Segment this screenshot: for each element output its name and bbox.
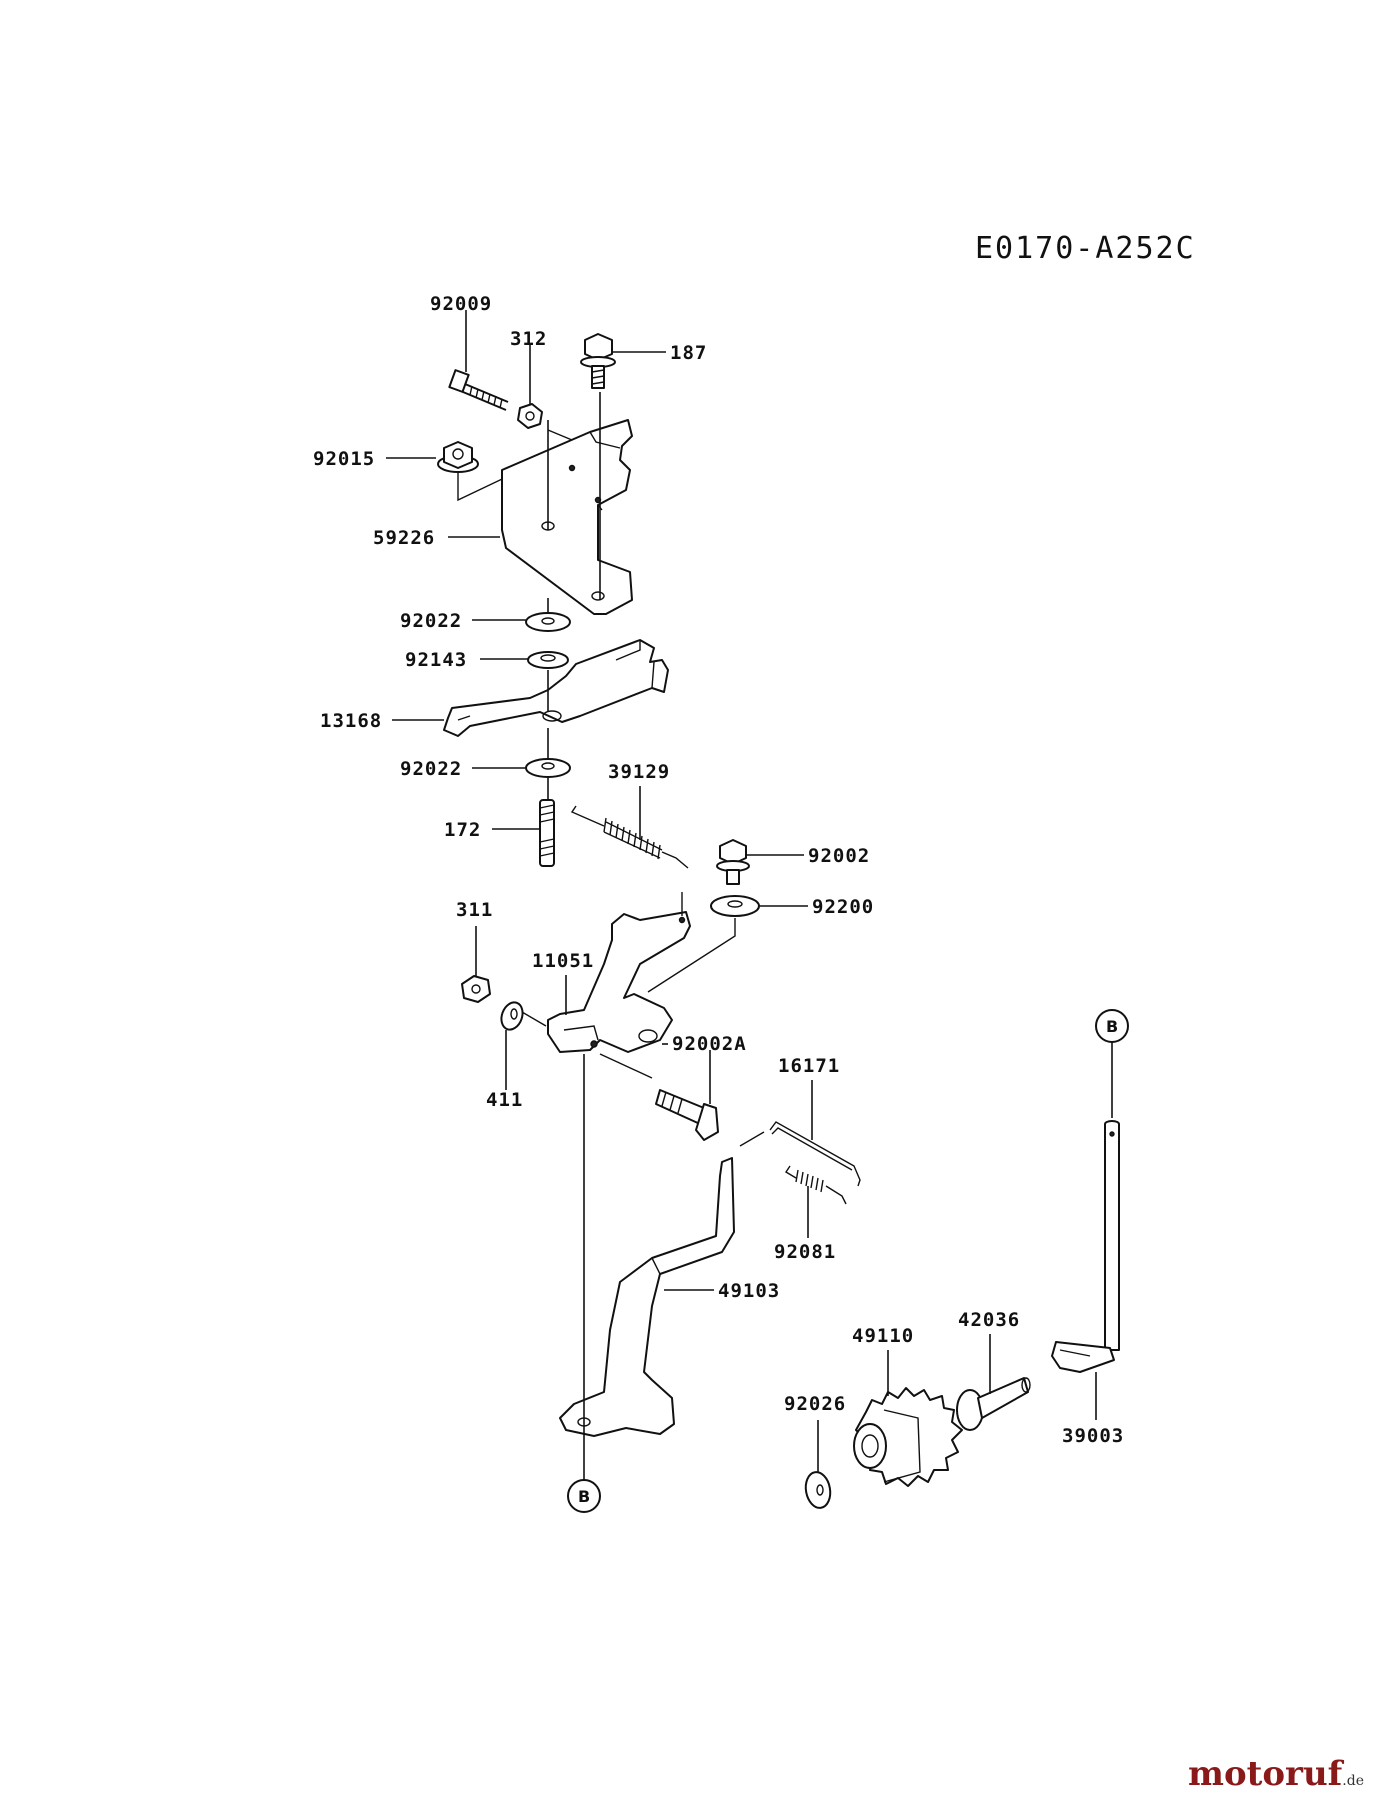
- label-49103: 49103: [718, 1280, 780, 1302]
- ref-marker-b-top: B: [1095, 1009, 1129, 1118]
- label-187: 187: [670, 342, 707, 364]
- label-312: 312: [510, 328, 547, 350]
- label-39003: 39003: [1062, 1425, 1124, 1447]
- part-411-washer: [500, 1001, 524, 1031]
- part-92015-flange-nut: [437, 441, 479, 473]
- label-92009: 92009: [430, 293, 492, 315]
- label-92015: 92015: [313, 448, 375, 470]
- part-39003-shaft: [1051, 1120, 1120, 1373]
- label-92002: 92002: [808, 845, 870, 867]
- part-92143-collar: [527, 651, 569, 669]
- label-49110: 49110: [852, 1325, 914, 1347]
- diagram-code: E0170-A252C: [975, 231, 1196, 266]
- part-92009-bolt: [448, 369, 509, 411]
- ref-marker-b-bottom: B: [567, 1428, 601, 1513]
- label-92200: 92200: [812, 896, 874, 918]
- part-187-bolt: [580, 333, 616, 389]
- label-11051: 11051: [532, 950, 594, 972]
- part-312-nut: [517, 403, 543, 429]
- part-13168-lever-plate: [443, 639, 669, 737]
- watermark-name: motoruf: [1188, 1754, 1343, 1794]
- part-311-nut: [461, 975, 491, 1003]
- watermark-logo: motoruf.de: [1188, 1754, 1364, 1794]
- part-92026-washer: [804, 1471, 832, 1509]
- part-92002-bolt: [716, 839, 750, 885]
- watermark-tld: .de: [1342, 1773, 1364, 1789]
- label-92081: 92081: [774, 1241, 836, 1263]
- ref-b-top-letter: B: [1106, 1017, 1118, 1036]
- label-92143: 92143: [405, 649, 467, 671]
- label-92026: 92026: [784, 1393, 846, 1415]
- part-92022-washer-upper: [525, 612, 571, 632]
- part-42036-pin: [956, 1377, 1031, 1431]
- label-13168: 13168: [320, 710, 382, 732]
- part-11051-lever: [547, 911, 691, 1053]
- part-49103-arm: [559, 1157, 735, 1437]
- part-92002A-bolt: [599, 1053, 719, 1141]
- label-92002A: 92002A: [672, 1033, 747, 1055]
- part-59226-bracket: [501, 419, 633, 615]
- part-92022-washer-lower: [525, 758, 571, 778]
- label-59226: 59226: [373, 527, 435, 549]
- part-49110-gear: [853, 1387, 963, 1487]
- label-172: 172: [444, 819, 481, 841]
- part-92200-washer: [710, 895, 760, 917]
- label-92022-upper: 92022: [400, 610, 462, 632]
- label-16171: 16171: [778, 1055, 840, 1077]
- label-411: 411: [486, 1089, 523, 1111]
- part-39129-spring: [570, 805, 689, 869]
- label-92022-lower: 92022: [400, 758, 462, 780]
- label-311: 311: [456, 899, 493, 921]
- part-16171-rod: [739, 1121, 861, 1187]
- label-39129: 39129: [608, 761, 670, 783]
- ref-b-bottom-letter: B: [578, 1487, 590, 1506]
- label-42036: 42036: [958, 1309, 1020, 1331]
- part-92081-spring: [785, 1165, 847, 1205]
- part-172-stud: [539, 799, 555, 867]
